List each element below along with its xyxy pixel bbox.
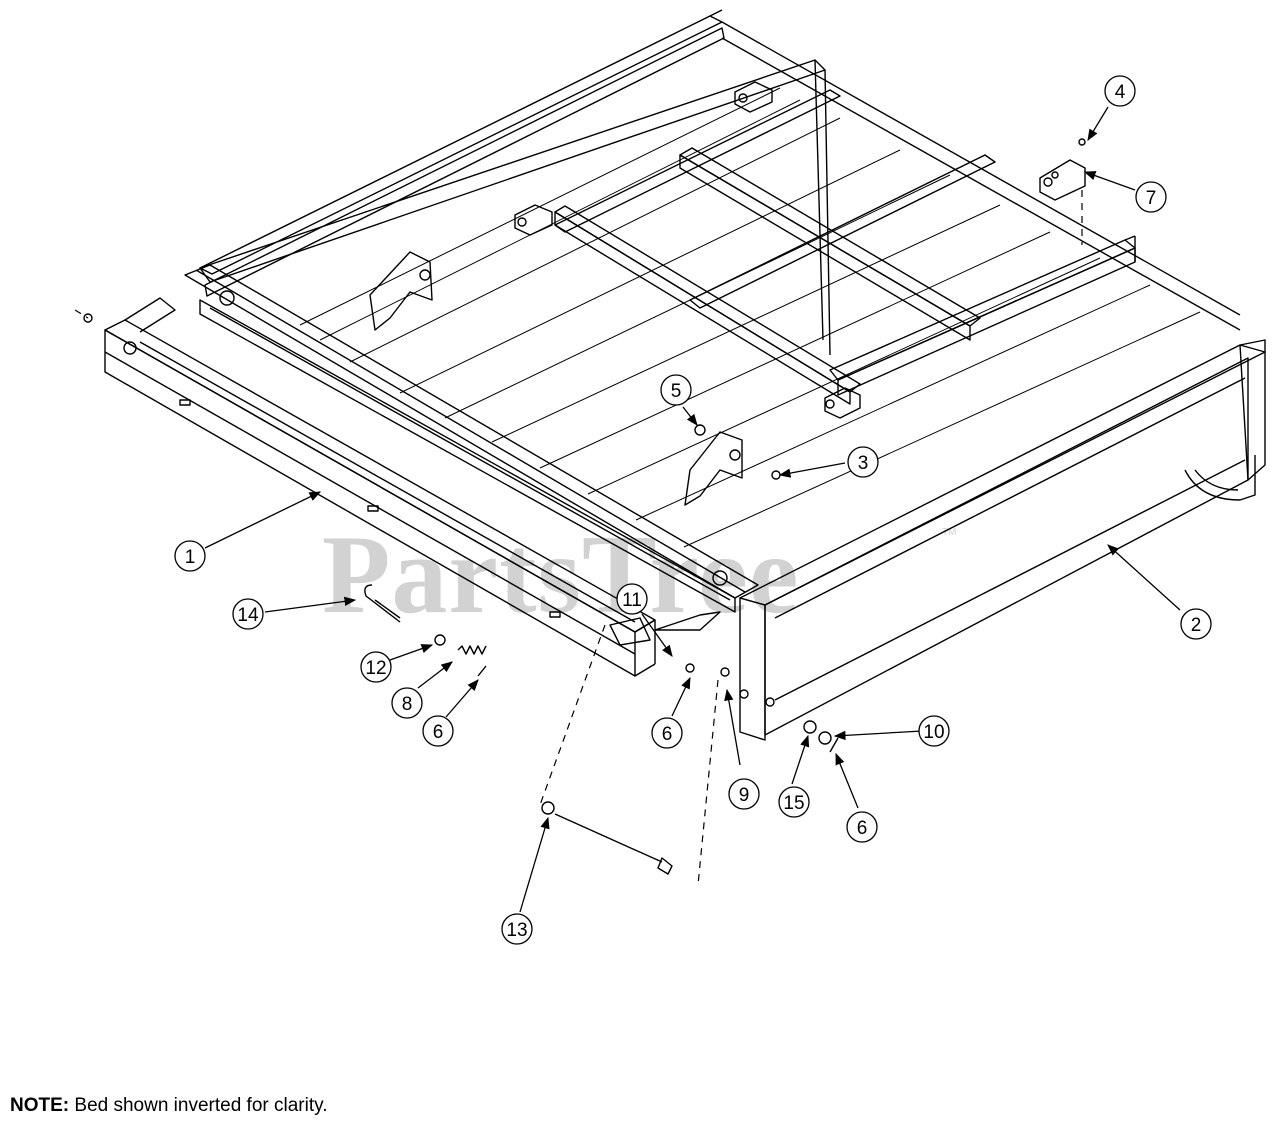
callout-number: 6 (662, 724, 673, 745)
latch-block-2 (514, 204, 553, 236)
leader-11 (641, 613, 673, 657)
leader-1 (204, 491, 322, 549)
note-text: Bed shown inverted for clarity. (74, 1095, 328, 1116)
assembly-dashed-lines (74, 190, 1083, 886)
pin-part-6d (829, 737, 839, 753)
upper-long-rail (199, 59, 831, 356)
callout-number: 7 (1146, 188, 1157, 209)
cross-members (554, 89, 996, 405)
side-panel-part-1 (104, 297, 721, 677)
leader-6c (835, 752, 859, 809)
callout-circle (616, 583, 648, 615)
callout-number: 8 (402, 694, 413, 715)
far-side-panel (199, 9, 1241, 331)
callout-6: 6 (422, 715, 454, 747)
pin-part-6a (477, 665, 487, 677)
callout-number: 11 (622, 590, 642, 611)
callout-4: 4 (1104, 75, 1136, 107)
floor-ribs (299, 87, 1201, 548)
right-long-rail (829, 235, 1136, 396)
diagram-note: NOTE: Bed shown inverted for clarity. (10, 1095, 328, 1117)
callout-11: 11 (616, 583, 648, 615)
callout-number: 15 (783, 793, 804, 814)
leader-8 (417, 661, 453, 689)
leader-10 (833, 730, 923, 741)
watermark-text: PartsTree (322, 513, 800, 637)
latch-block-7 (1039, 159, 1086, 201)
callout-number: 14 (237, 605, 259, 626)
latch-block-3 (824, 387, 861, 419)
leader-4 (1087, 106, 1109, 142)
callout-circle (1180, 608, 1212, 640)
callout-number: 6 (433, 722, 444, 743)
callout-circle (360, 651, 392, 683)
hinge-bracket-lower (684, 431, 743, 506)
callout-circle (778, 786, 810, 818)
callout-8: 8 (391, 687, 423, 719)
leader-13 (519, 816, 550, 913)
bolt-heads (83, 138, 1086, 707)
callout-circle (1135, 181, 1167, 213)
leader-6b (671, 676, 691, 717)
callout-15: 15 (778, 786, 810, 818)
leader-12 (389, 644, 434, 661)
leader-14 (264, 596, 357, 613)
leader-5 (682, 406, 698, 426)
callout-5: 5 (660, 374, 692, 406)
callout-circle (918, 715, 950, 747)
latch-block-1 (734, 81, 773, 113)
callout-number: 6 (857, 818, 868, 839)
spring-part-8 (457, 645, 487, 655)
callout-9: 9 (728, 778, 760, 810)
callout-3: 3 (847, 446, 879, 478)
callout-6: 6 (846, 811, 878, 843)
callout-circle (846, 811, 878, 843)
callout-circle (728, 778, 760, 810)
callout-number: 3 (858, 453, 869, 474)
callout-number: 4 (1115, 82, 1126, 103)
callout-number: 13 (506, 920, 527, 941)
leader-3 (778, 462, 846, 478)
callout-number: 2 (1191, 615, 1202, 636)
callout-12: 12 (360, 651, 392, 683)
callout-14: 14 (232, 598, 264, 630)
callout-circle (232, 598, 264, 630)
callout-circle (174, 540, 206, 572)
callout-circle (1104, 75, 1136, 107)
callout-number: 12 (365, 658, 386, 679)
leader-6a (445, 679, 479, 718)
hinge-bracket-upper (369, 251, 433, 331)
left-cross-rail (184, 264, 759, 613)
washer-part-12 (434, 634, 446, 646)
side-panel-part-2 (739, 339, 1266, 741)
callout-circle (501, 913, 533, 945)
callout-number: 10 (923, 722, 944, 743)
callout-circle (847, 446, 879, 478)
callout-number: 5 (671, 381, 682, 402)
callout-7: 7 (1135, 181, 1167, 213)
washers-part-15 (803, 720, 832, 745)
callout-10: 10 (918, 715, 950, 747)
note-label: NOTE: (10, 1095, 70, 1116)
hook-rod-part-14 (364, 584, 401, 623)
callout-13: 13 (501, 913, 533, 945)
callout-2: 2 (1180, 608, 1212, 640)
callout-number: 1 (185, 547, 196, 568)
callout-circle (660, 374, 692, 406)
callout-circle (422, 715, 454, 747)
leader-2 (1107, 544, 1181, 611)
callout-6: 6 (651, 717, 683, 749)
callout-1: 1 (174, 540, 206, 572)
watermark-trademark: TM (942, 527, 956, 538)
callout-circle (651, 717, 683, 749)
callout-circle (391, 687, 423, 719)
callout-number: 9 (739, 785, 750, 806)
leader-7 (1083, 171, 1136, 191)
cable-part-13 (541, 801, 673, 875)
leader-9 (724, 688, 741, 766)
leader-15 (791, 734, 810, 785)
